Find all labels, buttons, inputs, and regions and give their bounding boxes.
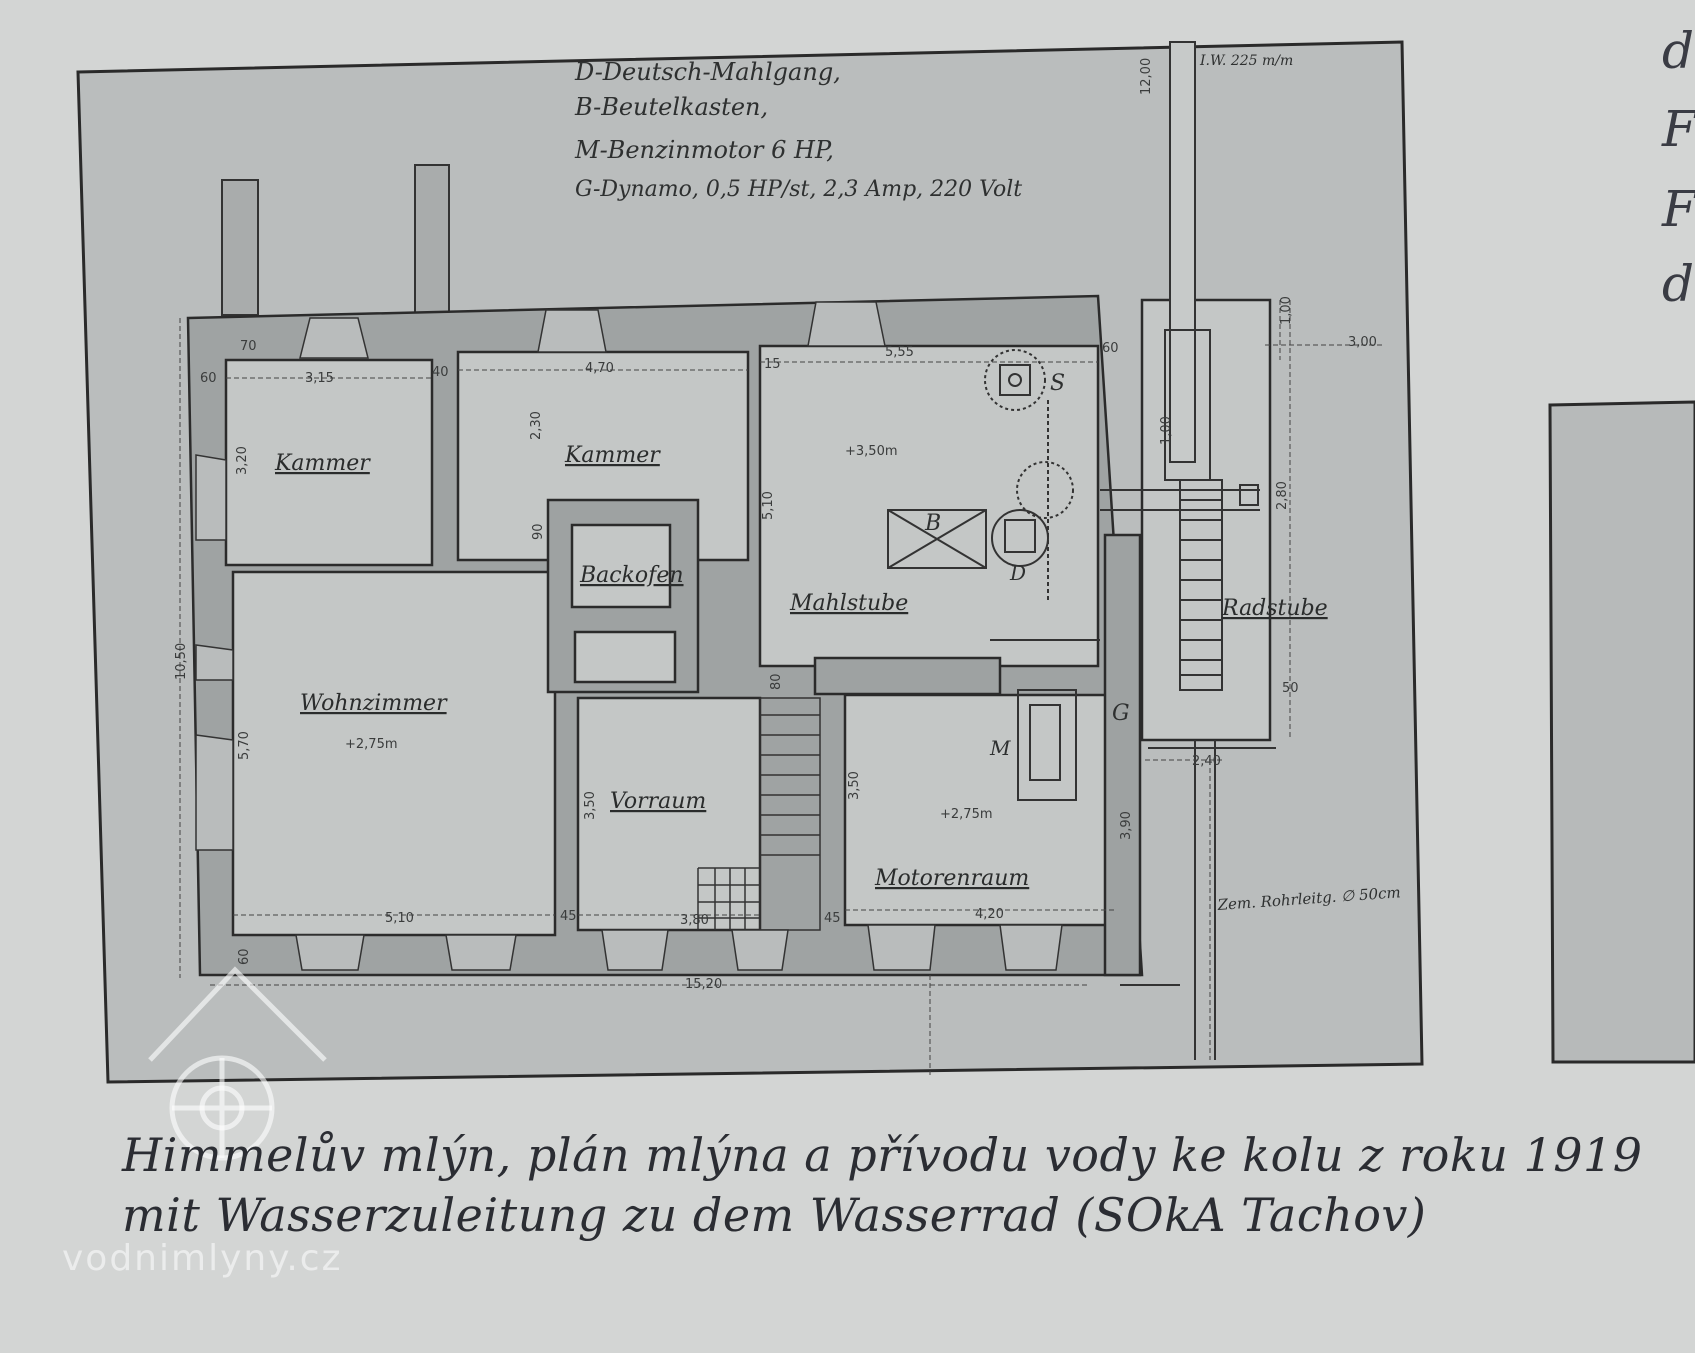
label-wohnzimmer: Wohnzimmer — [300, 691, 448, 716]
legend-line: D-Deutsch-Mahlgang, — [574, 58, 841, 86]
adjacent-plate — [1548, 400, 1695, 1064]
dim: 1,00 — [1159, 416, 1174, 445]
level-motorenraum: +2,75m — [940, 807, 993, 822]
machine-letter-b: B — [924, 511, 941, 536]
dim: 3,90 — [1119, 811, 1134, 840]
label-vorraum: Vorraum — [610, 789, 706, 814]
label-mahlstube: Mahlstube — [789, 591, 908, 616]
dim-pipe-length: 12,00 — [1139, 58, 1154, 95]
dim: 3,80 — [680, 913, 709, 928]
windows — [195, 301, 1063, 971]
dim: 3,50 — [847, 771, 862, 800]
rooms — [224, 298, 1272, 937]
level-wohnzimmer: +2,75m — [345, 737, 398, 752]
caption-line-2: mit Wasserzuleitung zu dem Wasserrad (SO… — [122, 1188, 1427, 1242]
dim: 1,00 — [1279, 296, 1294, 325]
dim: 5,10 — [385, 911, 414, 926]
dimensions: 15,20 10,50 3,15 4,70 5,55 5,10 3,80 4,2… — [174, 296, 1377, 992]
dim: 60 — [200, 371, 217, 386]
staircase — [697, 697, 821, 931]
dim: 2,80 — [1275, 481, 1290, 510]
watermark-text: vodnimlyny.cz — [62, 1238, 343, 1279]
dim: 40 — [432, 365, 449, 380]
dim: 4,20 — [975, 907, 1004, 922]
legend-line: G-Dynamo, 0,5 HP/st, 2,3 Amp, 220 Volt — [575, 177, 1022, 202]
room-wohnzimmer — [231, 570, 557, 937]
dim-total-width: 15,20 — [685, 977, 722, 992]
dim: 15 — [764, 357, 781, 372]
watermark-logo — [148, 966, 327, 1161]
dim: 60 — [1102, 341, 1119, 356]
dim: 70 — [240, 339, 257, 354]
dim: 80 — [769, 673, 784, 690]
room-kammer-1 — [224, 358, 434, 567]
dim: 2,40 — [1192, 754, 1221, 769]
machine-letter-m: M — [989, 736, 1011, 760]
water-level-note: I.W. 225 m/m — [1199, 53, 1293, 69]
caption-line-1: Himmelův mlýn, plán mlýna a přívodu vody… — [122, 1128, 1643, 1182]
edge-text: F — [1662, 180, 1695, 238]
label-kammer-1: Kammer — [274, 451, 371, 476]
machine-letter-s: S — [1050, 371, 1065, 396]
dim: 4,70 — [585, 361, 614, 376]
machine-letter-g: G — [1112, 701, 1130, 726]
dim: 5,10 — [761, 491, 776, 520]
label-motorenraum: Motorenraum — [874, 866, 1029, 891]
dim: 5,55 — [885, 345, 914, 360]
inner-wall — [813, 656, 1002, 696]
dim: 3,00 — [1348, 335, 1377, 350]
room-motorenraum — [843, 693, 1117, 927]
level-mahlstube: +3,50m — [845, 444, 898, 459]
dim: 45 — [560, 909, 577, 924]
dim: 3,50 — [583, 791, 598, 820]
legend-line: B-Beutelkasten, — [574, 93, 768, 121]
legend-line: M-Benzinmotor 6 HP, — [574, 136, 834, 164]
label-backofen: Backofen — [579, 563, 684, 588]
dimension-lines — [179, 300, 1385, 1075]
edge-text: F — [1662, 100, 1695, 158]
room-mahlstube — [758, 344, 1100, 668]
dim: 3,20 — [235, 446, 250, 475]
backofen — [546, 498, 700, 694]
dim: 50 — [1282, 681, 1299, 696]
machines — [887, 349, 1100, 801]
edge-text: d — [1662, 22, 1695, 80]
dim: 90 — [531, 523, 546, 540]
machine-letter-d: D — [1009, 561, 1026, 585]
dim: 2,30 — [529, 411, 544, 440]
label-kammer-2: Kammer — [564, 443, 661, 468]
dim: 5,70 — [237, 731, 252, 760]
room-vorraum — [576, 696, 762, 932]
edge-text: d — [1662, 255, 1695, 313]
dim-total-depth: 10,50 — [174, 643, 189, 680]
dim: 60 — [237, 948, 252, 965]
channel-wall — [1103, 533, 1142, 977]
water-channel — [1100, 41, 1276, 1060]
legend: D-Deutsch-Mahlgang, B-Beutelkasten, M-Be… — [574, 58, 1022, 202]
dim: 45 — [824, 911, 841, 926]
dim: 3,15 — [305, 371, 334, 386]
label-radstube: Radstube — [1221, 596, 1328, 621]
